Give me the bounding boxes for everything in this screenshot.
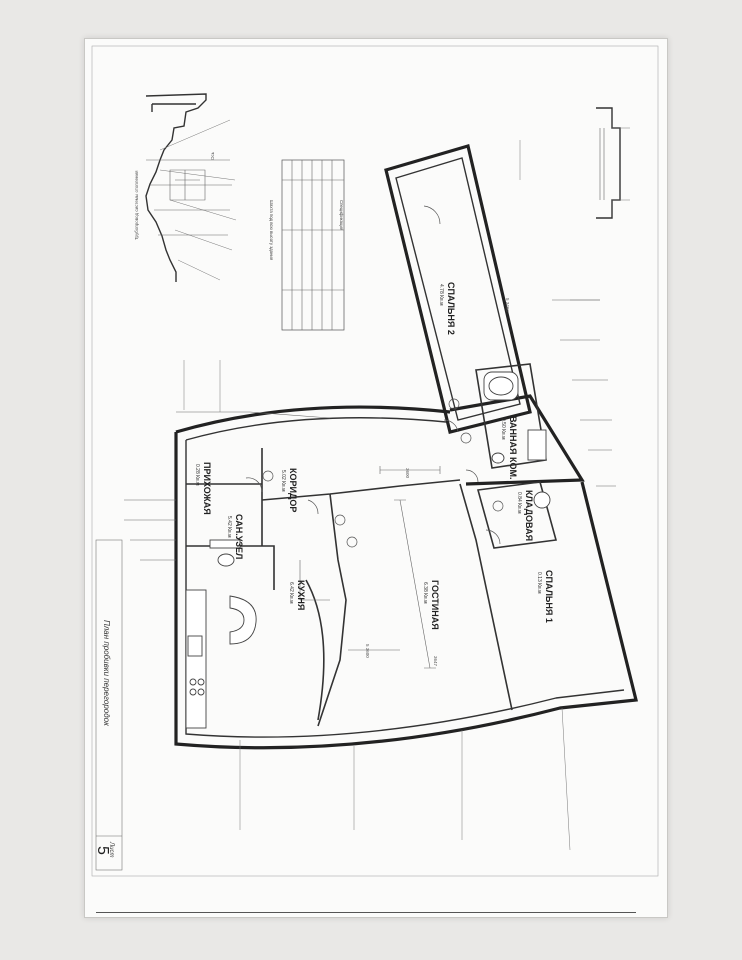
room-gostinaya-area: 6.38 Кв.м [422, 582, 428, 604]
detail-note-2: Ось [210, 151, 215, 160]
window-detail [596, 107, 630, 219]
room-vannaya-area: 0.50 Кв.м [500, 418, 506, 440]
shower-icon [527, 429, 547, 461]
room-spalnya2-area: 4.78 Кв.м [438, 284, 444, 306]
sheet-bottom-rule [96, 912, 636, 913]
room-labels: СПАЛЬНЯ 2 4.78 Кв.м ВАННАЯ КОМ. 0.50 Кв.… [194, 282, 554, 630]
spec-table-header: Спецификация [339, 200, 344, 231]
room-gostinaya-label: ГОСТИНАЯ [430, 580, 440, 630]
detail-plan-topleft: Трубопровод системы отопления Ось [134, 93, 237, 282]
room-sanuzel-label: САН.УЗЕЛ [234, 514, 244, 559]
room-vannaya-label: ВАННАЯ КОМ. [508, 416, 518, 480]
doors [245, 205, 504, 548]
room-spalnya1-area: 0.13 Кв.м [536, 572, 542, 594]
room-koridor-label: КОРИДОР [288, 468, 298, 512]
dim-value-1: 5 3600 [365, 644, 370, 658]
partitions [186, 363, 558, 727]
drawing-sheet [84, 38, 668, 918]
detail-note-1: Трубопровод системы отопления [134, 170, 139, 240]
room-spalnya1-label: СПАЛЬНЯ 1 [544, 570, 554, 623]
room-koridor-area: 5.02 Кв.м [280, 470, 286, 492]
room-kukhnya-label: КУХНЯ [296, 580, 306, 610]
room-sanuzel-area: 5.42 Кв.м [226, 516, 232, 538]
apartment-walls [174, 143, 638, 750]
spec-table-caption: Шахта под всю высоту здания [269, 200, 274, 261]
room-spalnya2-label: СПАЛЬНЯ 2 [446, 282, 456, 335]
title-strip: План пробивки перегородок Лист 5 [94, 539, 123, 871]
sheet-number: 5 [94, 846, 111, 855]
sheet-frame [91, 45, 659, 877]
room-prikhozhaya-label: ПРИХОЖАЯ [202, 462, 212, 515]
basin-icon [491, 452, 505, 464]
dimension-lines [124, 299, 616, 669]
dining-table [229, 595, 257, 645]
room-prikhozhaya-area: 0.28 Кв.м [194, 464, 200, 486]
room-kladovaya-area: 0.84 Кв.м [516, 492, 522, 514]
dimension-values: 5 3600 3647 5 3466 3600 [365, 298, 510, 667]
kitchen-counter [185, 589, 207, 729]
fixtures [185, 371, 551, 729]
drawing-title: План пробивки перегородок [102, 620, 111, 727]
sheet-label: Лист [108, 841, 114, 857]
room-kladovaya-label: КЛАДОВАЯ [524, 490, 534, 541]
dim-value-4: 3600 [405, 468, 410, 479]
dim-value-2: 3647 [433, 656, 438, 667]
leaders [183, 140, 600, 851]
spec-table: Спецификация Шахта под всю высоту здания [269, 159, 345, 331]
room-kukhnya-area: 6.42 Кв.м [288, 582, 294, 604]
sink-icon [187, 635, 203, 657]
toilet-icon [217, 553, 235, 567]
dim-value-3: 5 3466 [505, 298, 510, 312]
